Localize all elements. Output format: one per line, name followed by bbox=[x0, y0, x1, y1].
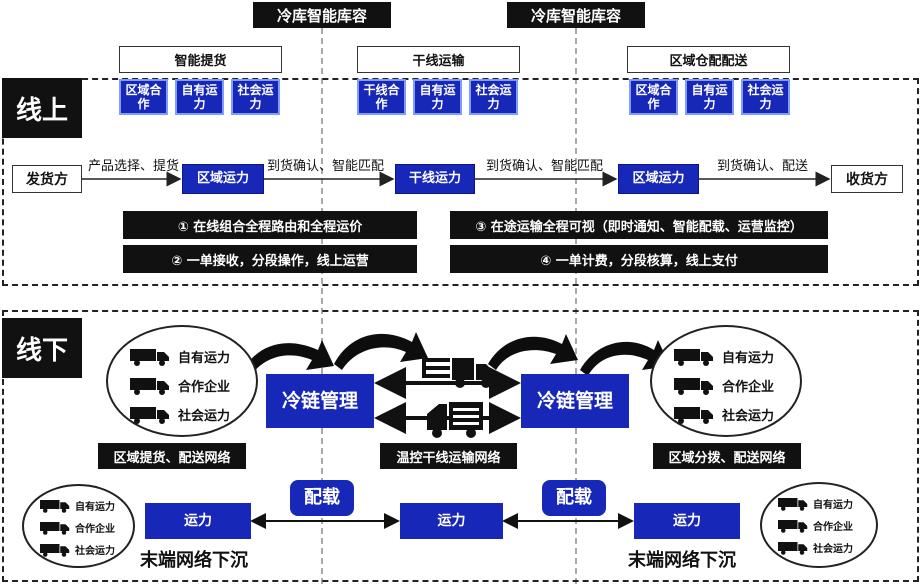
offline-tag: 线下 bbox=[2, 318, 82, 378]
flow-edge-label: 到货确认、智能匹配 bbox=[486, 159, 604, 174]
capacity-item: 自有运力 bbox=[130, 347, 230, 366]
stage-item: 自有运力 bbox=[685, 79, 734, 115]
truck-icon bbox=[674, 348, 713, 366]
flow-node-regional-pickup: 区域运力 bbox=[182, 164, 264, 194]
flow-edge-label: 到货确认、智能匹配 bbox=[267, 159, 385, 174]
stage-item: 社会运力 bbox=[231, 79, 280, 115]
truck-icon bbox=[130, 377, 169, 395]
flow-edge-label: 到货确认、配送 bbox=[717, 159, 809, 174]
feature-2: ② 一单接收，分段操作，线上运营 bbox=[123, 245, 417, 273]
truck-icon bbox=[40, 499, 70, 513]
feature-1: ① 在线组合全程路由和全程运价 bbox=[123, 211, 417, 239]
capacity-item: 社会运力 bbox=[778, 540, 853, 555]
loading-badge-right: 配载 bbox=[542, 480, 606, 516]
capacity-ellipse-small-right: 自有运力 合作企业 社会运力 bbox=[760, 482, 878, 568]
stage-item: 社会运力 bbox=[469, 79, 518, 115]
network-label-regional-pickup: 区域提货、配送网络 bbox=[98, 443, 246, 469]
guide-line-left bbox=[321, 28, 323, 584]
truck-icon bbox=[674, 406, 713, 424]
capacity-item: 社会运力 bbox=[40, 542, 115, 557]
cold-chain-management-right: 冷链管理 bbox=[521, 374, 629, 428]
flow-edge-label: 产品选择、提货 bbox=[88, 159, 180, 174]
stage-title-trunk: 干线运输 bbox=[357, 46, 520, 73]
transport-box-right: 运力 bbox=[634, 503, 740, 539]
capacity-item: 自有运力 bbox=[778, 496, 853, 511]
flow-node-regional-delivery: 区域运力 bbox=[618, 164, 699, 194]
offline-section bbox=[2, 310, 919, 582]
capacity-ellipse-right: 自有运力 合作企业 社会运力 bbox=[650, 325, 802, 437]
capacity-ellipse-left: 自有运力 合作企业 社会运力 bbox=[106, 325, 258, 437]
online-tag: 线上 bbox=[2, 78, 82, 138]
truck-icon bbox=[674, 377, 713, 395]
truck-icon bbox=[40, 543, 70, 557]
capacity-item: 合作企业 bbox=[130, 376, 230, 395]
network-label-regional-distribution: 区域分拨、配送网络 bbox=[653, 443, 801, 469]
stage-item: 自有运力 bbox=[413, 79, 462, 115]
capacity-ellipse-small-left: 自有运力 合作企业 社会运力 bbox=[22, 484, 135, 568]
capacity-item: 社会运力 bbox=[674, 405, 774, 424]
loading-badge-left: 配载 bbox=[290, 480, 354, 516]
guide-line-right bbox=[575, 28, 577, 584]
stage-item: 区域合作 bbox=[119, 79, 168, 115]
transport-box-center: 运力 bbox=[400, 503, 503, 539]
stage-item: 自有运力 bbox=[175, 79, 224, 115]
network-label-trunk: 温控干线运输网络 bbox=[380, 443, 517, 469]
truck-icon bbox=[778, 519, 808, 533]
truck-icon bbox=[422, 358, 496, 388]
shipper-box: 发货方 bbox=[12, 165, 82, 193]
stage-title-regional: 区域仓配配送 bbox=[627, 46, 790, 73]
cold-storage-capacity-label-left: 冷库智能库容 bbox=[253, 2, 391, 28]
terminal-network-label-right: 末端网络下沉 bbox=[628, 550, 736, 571]
feature-3: ③ 在途运输全程可视（即时通知、智能配载、运营监控） bbox=[450, 211, 828, 239]
capacity-item: 社会运力 bbox=[130, 405, 230, 424]
curved-arrow-icon bbox=[240, 332, 670, 380]
truck-icon bbox=[130, 348, 169, 366]
cold-storage-capacity-label-right: 冷库智能库容 bbox=[507, 2, 645, 28]
stage-item: 社会运力 bbox=[741, 79, 790, 115]
truck-icon bbox=[130, 406, 169, 424]
capacity-item: 合作企业 bbox=[674, 376, 774, 395]
feature-4: ④ 一单计费，分段核算，线上支付 bbox=[450, 245, 828, 273]
capacity-item: 合作企业 bbox=[778, 518, 853, 533]
capacity-item: 自有运力 bbox=[674, 347, 774, 366]
stage-item: 区域合作 bbox=[629, 79, 678, 115]
receiver-box: 收货方 bbox=[831, 165, 903, 193]
truck-icon bbox=[778, 497, 808, 511]
transport-box-left: 运力 bbox=[145, 503, 251, 539]
truck-icon bbox=[40, 521, 70, 535]
terminal-network-label-left: 末端网络下沉 bbox=[140, 550, 248, 571]
capacity-item: 合作企业 bbox=[40, 520, 115, 535]
stage-title-pickup: 智能提货 bbox=[119, 46, 282, 73]
truck-icon bbox=[778, 541, 808, 555]
flow-node-trunk: 干线运力 bbox=[395, 164, 475, 194]
cold-chain-management-left: 冷链管理 bbox=[266, 374, 374, 428]
capacity-item: 自有运力 bbox=[40, 498, 115, 513]
truck-icon bbox=[427, 402, 483, 438]
stage-item: 干线合作 bbox=[357, 79, 406, 115]
